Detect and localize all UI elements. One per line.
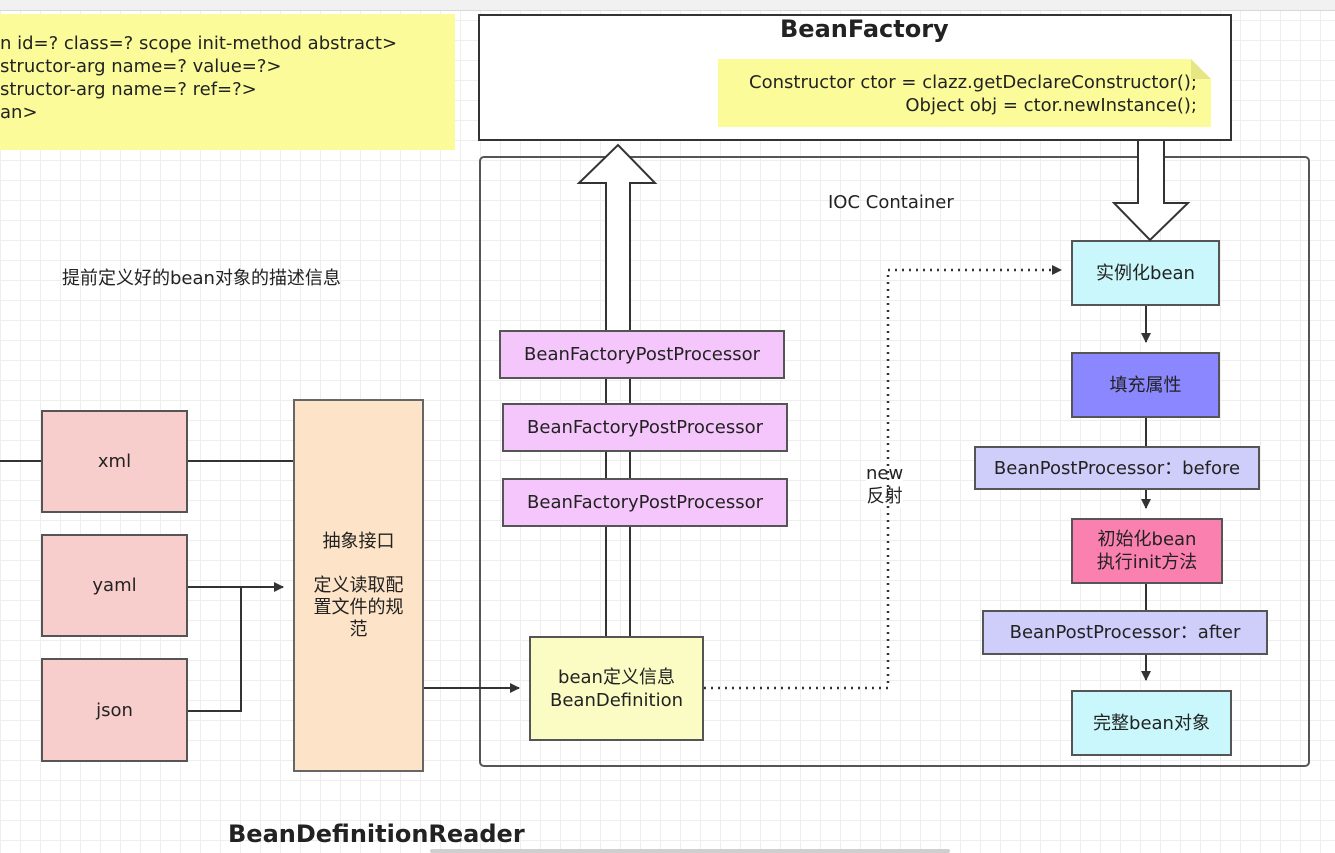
- complete-bean-box[interactable]: 完整bean对象: [1071, 690, 1232, 756]
- reader-line: 定义读取配: [313, 575, 404, 596]
- reader-caption: BeanDefinitionReader: [228, 820, 525, 848]
- lifecycle-label: BeanPostProcessor：before: [993, 457, 1241, 479]
- reader-line: 抽象接口: [322, 531, 395, 552]
- xml-note-line: n id=? class=? scope init-method abstrac…: [0, 33, 398, 54]
- processor-stack-lines: [605, 379, 631, 636]
- definition-line: bean定义信息: [558, 666, 675, 688]
- bean-factory-post-processor-box[interactable]: BeanFactoryPostProcessor: [502, 403, 788, 452]
- source-label: xml: [97, 451, 132, 472]
- bean-definition-reader-box[interactable]: 抽象接口 定义读取配 置文件的规 范: [293, 399, 424, 772]
- reader-line: 置文件的规: [313, 597, 404, 618]
- xml-definition-note: n id=? class=? scope init-method abstrac…: [0, 14, 455, 150]
- definition-line: BeanDefinition: [549, 689, 684, 711]
- bean-definition-box[interactable]: bean定义信息 BeanDefinition: [529, 636, 704, 741]
- description-text: 提前定义好的bean对象的描述信息: [62, 268, 341, 289]
- json-to-reader-line: [188, 587, 242, 712]
- window-top-strip: [0, 0, 1335, 11]
- bottom-scrollbar[interactable]: [430, 849, 950, 853]
- lifecycle-label: BeanPostProcessor：after: [1009, 622, 1241, 643]
- lifecycle-label: 完整bean对象: [1093, 712, 1210, 734]
- ioc-container-title: IOC Container: [828, 192, 954, 213]
- processor-label: BeanFactoryPostProcessor: [524, 344, 760, 365]
- bean-factory-post-processor-box[interactable]: BeanFactoryPostProcessor: [499, 330, 785, 379]
- bean-post-processor-after-box[interactable]: BeanPostProcessor：after: [982, 610, 1268, 655]
- yaml-source-box[interactable]: yaml: [41, 534, 188, 637]
- bean-factory-title: BeanFactory: [780, 15, 949, 43]
- lifecycle-label: 实例化bean: [1096, 262, 1195, 284]
- xml-note-line: structor-arg name=? value=?>: [0, 56, 282, 77]
- xml-note-line: structor-arg name=? ref=?>: [0, 79, 257, 100]
- ioc-container-box[interactable]: [479, 156, 1310, 767]
- definition-to-factory-hollow-arrow: [576, 143, 658, 330]
- reflection-dotted-arrow: [704, 265, 1062, 690]
- populate-properties-box[interactable]: 填充属性: [1071, 352, 1220, 418]
- lifecycle-label: 执行init方法: [1096, 552, 1198, 573]
- source-label: json: [96, 699, 133, 721]
- source-label: yaml: [92, 575, 137, 596]
- source-connectors: [0, 460, 520, 712]
- reflection-label: new 反射: [866, 462, 904, 508]
- code-line: Object obj = ctor.newInstance();: [905, 95, 1197, 116]
- processor-label: BeanFactoryPostProcessor: [527, 417, 763, 438]
- xml-note-line: an>: [0, 102, 38, 123]
- reader-line: 范: [349, 619, 368, 640]
- lifecycle-label: 初始化bean: [1097, 529, 1197, 550]
- json-source-box[interactable]: json: [41, 658, 188, 762]
- xml-source-box[interactable]: xml: [41, 410, 188, 513]
- lifecycle-label: 填充属性: [1109, 374, 1182, 396]
- reflection-line: 反射: [866, 486, 903, 507]
- bean-post-processor-before-box[interactable]: BeanPostProcessor：before: [974, 446, 1260, 490]
- code-line: Constructor ctor = clazz.getDeclareConst…: [749, 72, 1197, 93]
- note-folded-corner: [1191, 59, 1211, 79]
- initialize-bean-box[interactable]: 初始化bean 执行init方法: [1071, 518, 1223, 584]
- bean-factory-post-processor-box[interactable]: BeanFactoryPostProcessor: [502, 478, 788, 527]
- constructor-code-note: Constructor ctor = clazz.getDeclareConst…: [718, 59, 1211, 127]
- factory-to-instantiate-hollow-arrow: [1111, 141, 1191, 242]
- instantiate-bean-box[interactable]: 实例化bean: [1071, 240, 1220, 306]
- processor-label: BeanFactoryPostProcessor: [527, 492, 763, 513]
- reflection-line: new: [866, 463, 904, 484]
